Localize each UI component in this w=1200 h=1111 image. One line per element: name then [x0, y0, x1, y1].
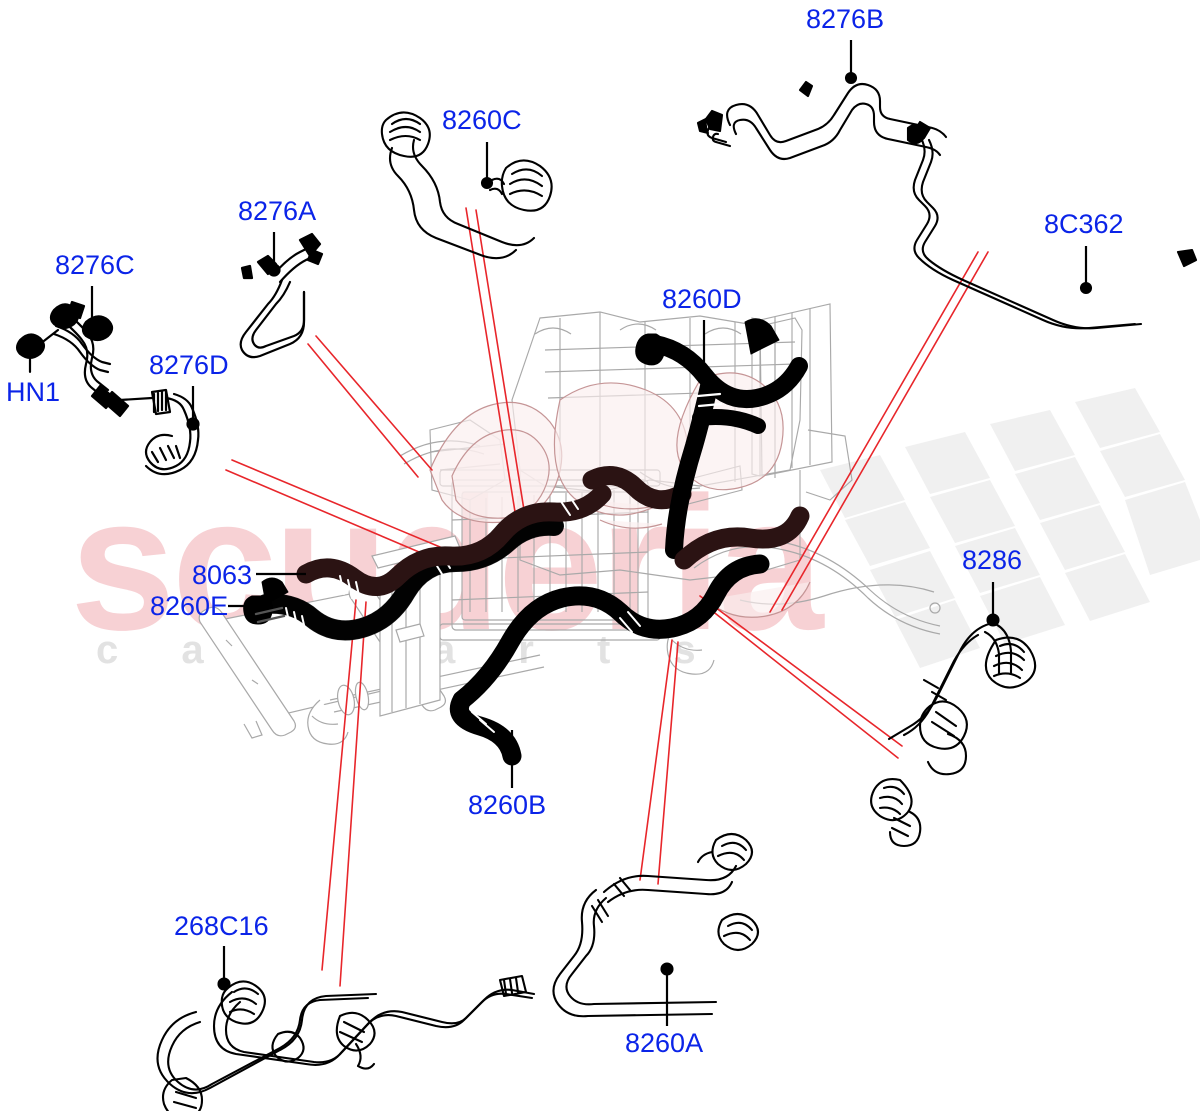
part-label-8276B[interactable]: 8276B: [806, 4, 885, 34]
callout-lines: [225, 207, 989, 987]
part-8276B: [696, 71, 948, 161]
connector-8260E: [243, 577, 289, 625]
hose-8260B-installed: [449, 554, 770, 766]
checkered-flag-icon: [820, 388, 1200, 668]
part-label-8276C[interactable]: 8276C: [55, 250, 135, 280]
part-label-8260B[interactable]: 8260B: [468, 790, 547, 820]
part-268C16: [156, 974, 536, 1111]
part-label-8260C[interactable]: 8260C: [442, 105, 522, 135]
leader-lines: [28, 40, 1088, 1026]
part-8276A: [239, 232, 324, 359]
part-label-8C362[interactable]: 8C362: [1044, 209, 1124, 239]
hose-8286-installed: [674, 506, 810, 570]
part-label-8260E[interactable]: 8260E: [150, 591, 229, 621]
part-label-8063[interactable]: 8063: [192, 560, 253, 590]
part-label-HN1[interactable]: HN1: [6, 377, 61, 407]
installed-hoses-group: [243, 318, 810, 766]
hose-8063-installed: [296, 466, 692, 601]
part-8276D: [118, 388, 200, 476]
part-label-8260A[interactable]: 8260A: [625, 1028, 704, 1058]
hose-8260E-8063-run: [243, 515, 564, 641]
part-label-8286[interactable]: 8286: [962, 545, 1023, 575]
hose-8260D-installed: [635, 318, 808, 559]
part-label-268C16[interactable]: 268C16: [174, 911, 269, 941]
part-8286: [870, 613, 1037, 848]
part-8260A: [552, 832, 760, 1018]
part-label-8276A[interactable]: 8276A: [238, 196, 317, 226]
part-label-8276D[interactable]: 8276D: [149, 350, 229, 380]
part-label-8260D[interactable]: 8260D: [662, 284, 742, 314]
part-HN1: [16, 328, 60, 373]
part-8276C: [49, 300, 130, 418]
